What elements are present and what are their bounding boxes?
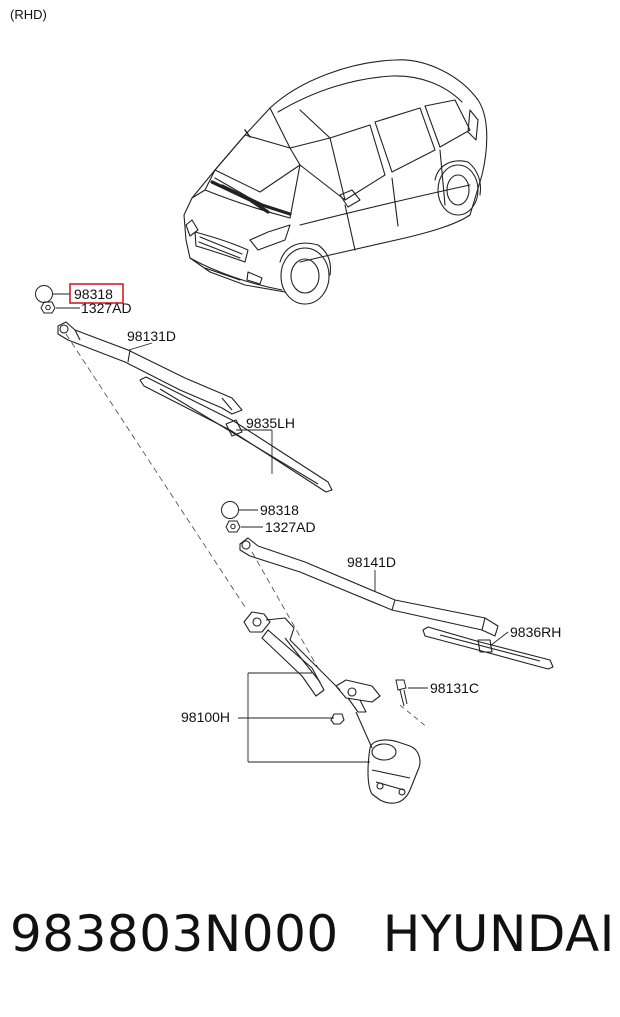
wiper-arm-rh (239, 537, 499, 637)
car-illustration (183, 59, 488, 305)
cap-mid-part (221, 501, 258, 519)
nut-mid-part (225, 520, 263, 533)
nut-top-part (40, 301, 80, 314)
assembly-bracket (238, 672, 370, 763)
highlight-box (69, 283, 124, 304)
callout-nut-top: 1327AD (81, 300, 132, 316)
wiper-blade-lh (139, 376, 333, 493)
callout-linkage-motor: 98100H (181, 709, 230, 725)
bolt-part (395, 679, 428, 707)
callout-blade-lh: 9835LH (246, 415, 295, 431)
callout-arm-lh: 98131D (127, 328, 176, 344)
callout-cap-mid: 98318 (260, 502, 299, 518)
linkage-motor-assembly (243, 611, 421, 804)
callout-nut-mid: 1327AD (265, 519, 316, 535)
cap-top-part (35, 285, 70, 303)
footer-title: 983803N000 HYUNDAI (10, 905, 615, 975)
callout-arm-rh: 98141D (347, 554, 396, 570)
variant-note: (RHD) (10, 7, 47, 22)
callout-blade-rh: 9836RH (510, 624, 561, 640)
wiper-blade-rh (422, 626, 554, 670)
callout-cap-top: 98318 (74, 286, 113, 302)
part-number: 983803N000 (10, 905, 339, 963)
wiper-arm-lh (57, 321, 243, 415)
callout-bolt: 98131C (430, 680, 479, 696)
brand-name: HYUNDAI (382, 905, 615, 963)
